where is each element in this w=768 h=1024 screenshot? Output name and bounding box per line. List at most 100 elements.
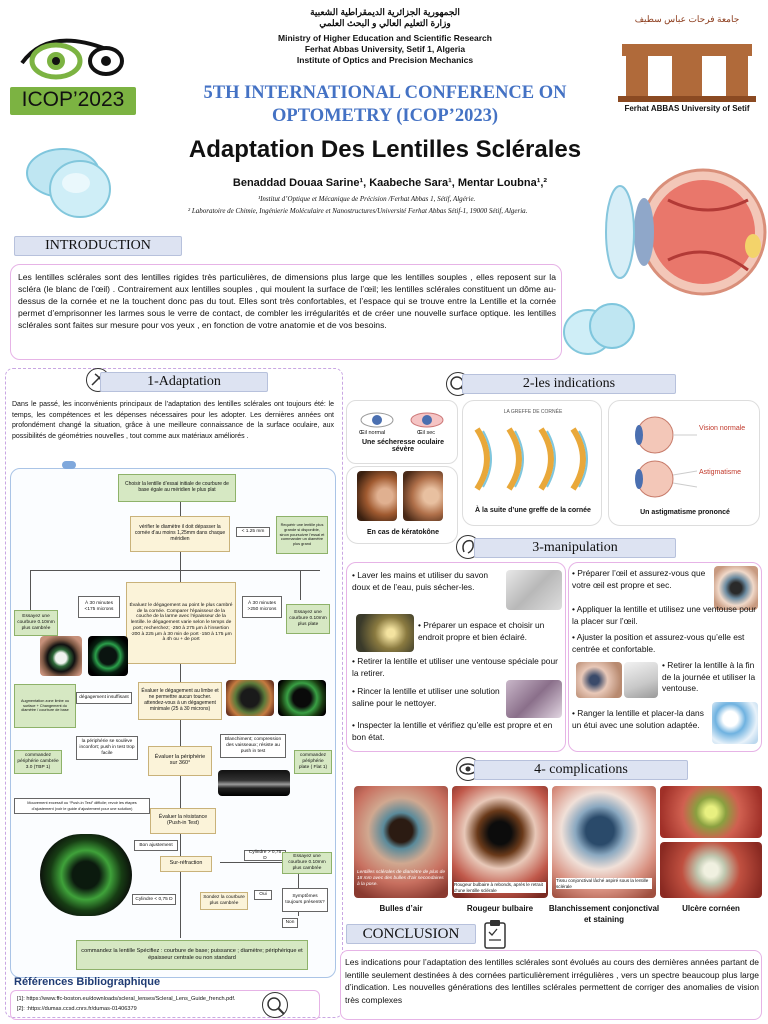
flow-node-order-lens: commandez la lentille Spécifiez : courbu… [76, 940, 308, 970]
graft-card: LA GREFFE DE CORNÉE À la suite d’une gre… [462, 400, 602, 526]
adaptation-heading: 1-Adaptation [100, 372, 268, 392]
oct-scan-photo [218, 770, 290, 796]
roman-arch-icon [618, 44, 756, 102]
flow-node-limbus-increase: Augmentation zone limbe ou surface + Cha… [14, 684, 76, 728]
manip-step-remove: • Retirer la lentille et utiliser une ve… [352, 656, 558, 678]
conjunctival-blanching-photo: Tissu conjonctival lâché aspiré sous la … [552, 786, 656, 898]
flow-node-insufficient: dégagement insuffisant [76, 692, 132, 704]
flow-node-clearance: Évaluez le dégagement au point le plus c… [126, 582, 236, 664]
flow-node-symptoms: Symptômes toujours présents? [282, 888, 328, 912]
references-box: [1]: https://www.ffc-boston.eu/downloads… [10, 990, 320, 1020]
university-logo: جامعة فرحات عباس سطيف Ferhat ABBAS Unive… [612, 10, 762, 120]
manip-step-prepare-eye: • Préparer l’œil et assurez-vous que vot… [572, 568, 706, 590]
conclusion-box: Les indications pour l’adaptation des le… [340, 950, 762, 1020]
conclusion-heading: CONCLUSION [346, 924, 476, 944]
flow-node-periphery-lift: la périphérie se soulève inconfort; push… [76, 736, 138, 760]
adaptation-text: Dans le passé, les inconvénients princip… [12, 401, 334, 440]
fluorescein-eye-photo-1 [40, 636, 82, 676]
astigmatism-eye-icon [635, 416, 697, 498]
manip-step-prepare-space: • Préparer un espace et choisir un endro… [418, 620, 545, 642]
reference-1: [1]: https://www.ffc-boston.eu/downloads… [17, 996, 236, 1002]
flow-node-flat-periphery: commandez périphérie plate ( Flat 1) [294, 750, 332, 774]
label-eye-dry: Œil sec [417, 430, 436, 436]
manip-step-store: • Ranger la lentille et placer-la dans u… [572, 708, 704, 730]
eyes-icon [360, 412, 444, 428]
cornea-graft-icon [474, 427, 588, 491]
flow-node-no: Non [282, 918, 298, 928]
keratoconus-card: En cas de kératokône [346, 466, 458, 544]
graft-caption: À la suite d’une greffe de la cornée [475, 507, 591, 514]
manipulation-heading: 3-manipulation [474, 538, 676, 558]
complication-ulcer: Ulcère cornéen [682, 904, 740, 913]
manip-step-remove-evening: • Retirer la lentille à la fin de la jou… [662, 660, 756, 693]
dry-eye-card: Œil normal Œil sec Une sécheresse oculai… [346, 400, 458, 464]
logo-text: ICOP’2023 [21, 88, 125, 111]
arabic-line-1: الجمهورية الجزائرية الديمقراطية الشعبية [310, 7, 460, 17]
flow-node-over-250: À 30 minutes >250 microns [242, 596, 282, 618]
keratoconus-photo-1 [357, 471, 397, 521]
flow-node-diameter: vérifier le diamètre il doit dépasser la… [130, 516, 230, 552]
conference-line-1: 5TH INTERNATIONAL CONFERENCE ON [203, 83, 567, 103]
final-fit-photo [40, 834, 132, 916]
flow-node-push-in: Évaluer la résistance (Push-in Test) [150, 808, 216, 834]
pill-icon [62, 461, 76, 469]
wash-hands-photo [506, 570, 562, 610]
conference-line-2: OPTOMETRY (ICOP’2023) [272, 106, 498, 126]
flow-node-limbus: Évaluer le dégagement au limbe et ne per… [138, 682, 222, 720]
clipboard-icon [482, 918, 508, 950]
poster-title: Adaptation Des Lentilles Sclérales [188, 136, 582, 163]
adaptation-panel [5, 368, 343, 1018]
complications-heading: 4- complications [474, 760, 688, 780]
label-eye-normal: Œil normal [359, 430, 386, 436]
flow-node-excess-movement: Mouvement excessif ou “Push-in Test” dif… [14, 798, 150, 814]
lens-case-photo [712, 702, 758, 744]
flow-node-cyl-low: Cylindre < 0,75 D [132, 894, 176, 905]
air-bubbles-photo: Lentilles sclérales de diamètre de plus … [354, 786, 448, 898]
manip-step-apply: • Appliquer la lentille et utilisez une … [572, 604, 757, 626]
keratoconus-caption: En cas de kératokône [367, 529, 439, 536]
introduction-box: Les lentilles sclérales sont des lentill… [10, 264, 562, 360]
uni-caption: Ferhat ABBAS University of Setif [624, 104, 750, 113]
manip-step-remove-evening-text: Retirer la lentille à la fin de la journ… [662, 660, 756, 693]
fluorescein-eye-photo-2 [88, 636, 128, 676]
dry-eye-caption: Une sécheresse oculaire sévère [361, 439, 445, 453]
rinse-photo [506, 680, 562, 718]
eye-logo-icon [10, 38, 136, 115]
eye-prep-photo [714, 566, 758, 610]
manip-step-adjust: • Ajuster la position et assurez-vous qu… [572, 632, 745, 654]
manip-step-wash-text: Laver les mains et utiliser du savon dou… [352, 570, 489, 592]
manip-step-rinse-text: Rincer la lentille et utiliser une solut… [352, 686, 500, 708]
manip-step-apply-text: Appliquer la lentille et utilisez une ve… [572, 604, 757, 626]
bulbar-redness-caption: Rougeur bulbaire à rebonds, après le ret… [454, 882, 546, 894]
manip-step-wash: • Laver les mains et utiliser du savon d… [352, 570, 489, 592]
corneal-ulcer-photo-1 [660, 786, 762, 838]
flow-node-diameter-small: < 1.25 mm [236, 527, 270, 537]
plunger-photo-1 [576, 662, 622, 698]
eye-anatomy-icon [605, 168, 767, 296]
flow-node-good-fit: Bon ajustement [134, 840, 178, 851]
conclusion-text: Les indications pour l’adaptation des le… [345, 957, 759, 1005]
graft-title: LA GREFFE DE CORNÉE [503, 409, 563, 415]
manip-step-store-text: Ranger la lentille et placer-la dans un … [572, 708, 704, 730]
label-normal-vision: Vision normale [699, 425, 746, 432]
flow-node-initial-lens: Choisir la lentille d’essai initiale de … [118, 474, 236, 502]
complication-redness: Rougeur bulbaire [466, 904, 534, 913]
university-line: Ferhat Abbas University, Setif 1, Algeri… [304, 44, 466, 54]
limbus-photo-1 [226, 680, 274, 716]
affiliation-1: ¹Institut d’Optique et Mécanique de Préc… [258, 195, 476, 203]
flow-node-flatter-curve: Essayez une courbure 0.10mm plus plate [286, 604, 330, 634]
uni-arabic-text: جامعة فرحات عباس سطيف [634, 14, 740, 24]
manip-step-prepare-eye-text: Préparer l’œil et assurez-vous que votre… [572, 568, 706, 590]
corneal-ulcer-photo-2 [660, 842, 762, 898]
introduction-text: Les lentilles sclérales sont des lentill… [18, 272, 556, 330]
reference-2: [2]: :https://dumas.ccsd.cnrs.fr/dumas-0… [17, 1006, 137, 1012]
institute-line: Institute of Optics and Precision Mechan… [296, 55, 474, 65]
bulbar-redness-photo: Rougeur bulbaire à rebonds, après le ret… [452, 786, 548, 898]
manipulation-right-box [568, 562, 762, 752]
indications-heading: 2-les indications [462, 374, 676, 394]
manip-step-adjust-text: Ajuster la position et assurez-vous qu’e… [572, 632, 745, 654]
contact-lens-icon [26, 148, 111, 218]
manipulation-left-box [346, 562, 566, 752]
arabic-line-2: وزارة التعليم العالي و البحث العلمي [319, 18, 451, 28]
label-astigmatism: Astigmatisme [699, 469, 742, 476]
